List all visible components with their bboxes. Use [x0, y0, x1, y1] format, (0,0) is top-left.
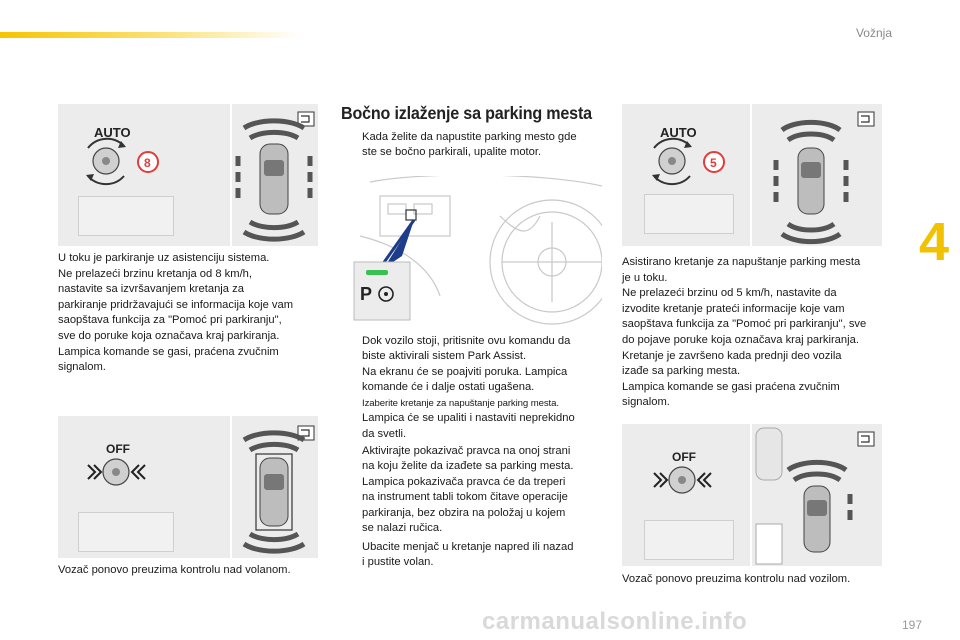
bullet-1: Kada želite da napustite parking mesto g…	[362, 131, 577, 159]
svg-text:5: 5	[710, 156, 717, 170]
car-sensor-graphic	[235, 111, 315, 242]
header-accent-bar	[0, 32, 300, 38]
dashboard-drawing: P	[353, 176, 602, 325]
display-placeholder	[78, 196, 174, 236]
svg-text:OFF: OFF	[106, 442, 130, 456]
page-number: 197	[901, 618, 922, 632]
steering-off-icon: OFF	[87, 442, 146, 486]
right-paragraph-1: Asistirano kretanje za napuštanje parkin…	[622, 256, 867, 409]
display-placeholder	[644, 194, 734, 234]
svg-text:AUTO: AUTO	[660, 125, 697, 140]
bullet-4: Aktivirajte pokazivač pravca na onoj str…	[362, 445, 574, 535]
section-title: Vožnja	[855, 26, 892, 40]
bullet-2: Dok vozilo stoji, pritisnite ovu komandu…	[362, 335, 571, 394]
steering-auto-icon: AUTO 5	[652, 125, 725, 186]
svg-text:AUTO: AUTO	[94, 125, 131, 140]
figure-off-right: OFF	[622, 424, 882, 566]
right-paragraph-2: Vozač ponovo preuzima kontrolu nad vozil…	[622, 573, 851, 585]
page-title: Bočno izlaženje sa parking mesta	[341, 103, 592, 123]
svg-text:8: 8	[144, 156, 151, 170]
bullet-5: Ubacite menjač u kretanje napred ili naz…	[362, 541, 574, 569]
chapter-tab: 4	[918, 212, 950, 272]
steering-auto-icon: AUTO 8	[86, 125, 159, 186]
car-sensor-graphic	[242, 425, 315, 554]
left-paragraph-2: Vozač ponovo preuzima kontrolu nad volan…	[58, 564, 291, 576]
svg-text:P: P	[360, 284, 372, 304]
figure-dashboard: P	[340, 176, 602, 326]
figure-auto-8: AUTO 8	[58, 104, 318, 246]
display-placeholder	[644, 520, 734, 560]
watermark: carmanualsonline.info	[482, 608, 748, 635]
figure-auto-5: AUTO 5	[622, 104, 882, 246]
steering-off-icon: OFF	[653, 450, 712, 494]
car-sensor-graphic	[773, 111, 875, 245]
figure-off-left: OFF	[58, 416, 318, 558]
car-sensor-graphic	[755, 427, 875, 565]
left-paragraph-1: U toku je parkiranje uz asistenciju sist…	[58, 252, 294, 374]
bullet-3: Izaberite kretanje za napuštanje parking…	[362, 398, 575, 440]
svg-text:OFF: OFF	[672, 450, 696, 464]
display-placeholder	[78, 512, 174, 552]
